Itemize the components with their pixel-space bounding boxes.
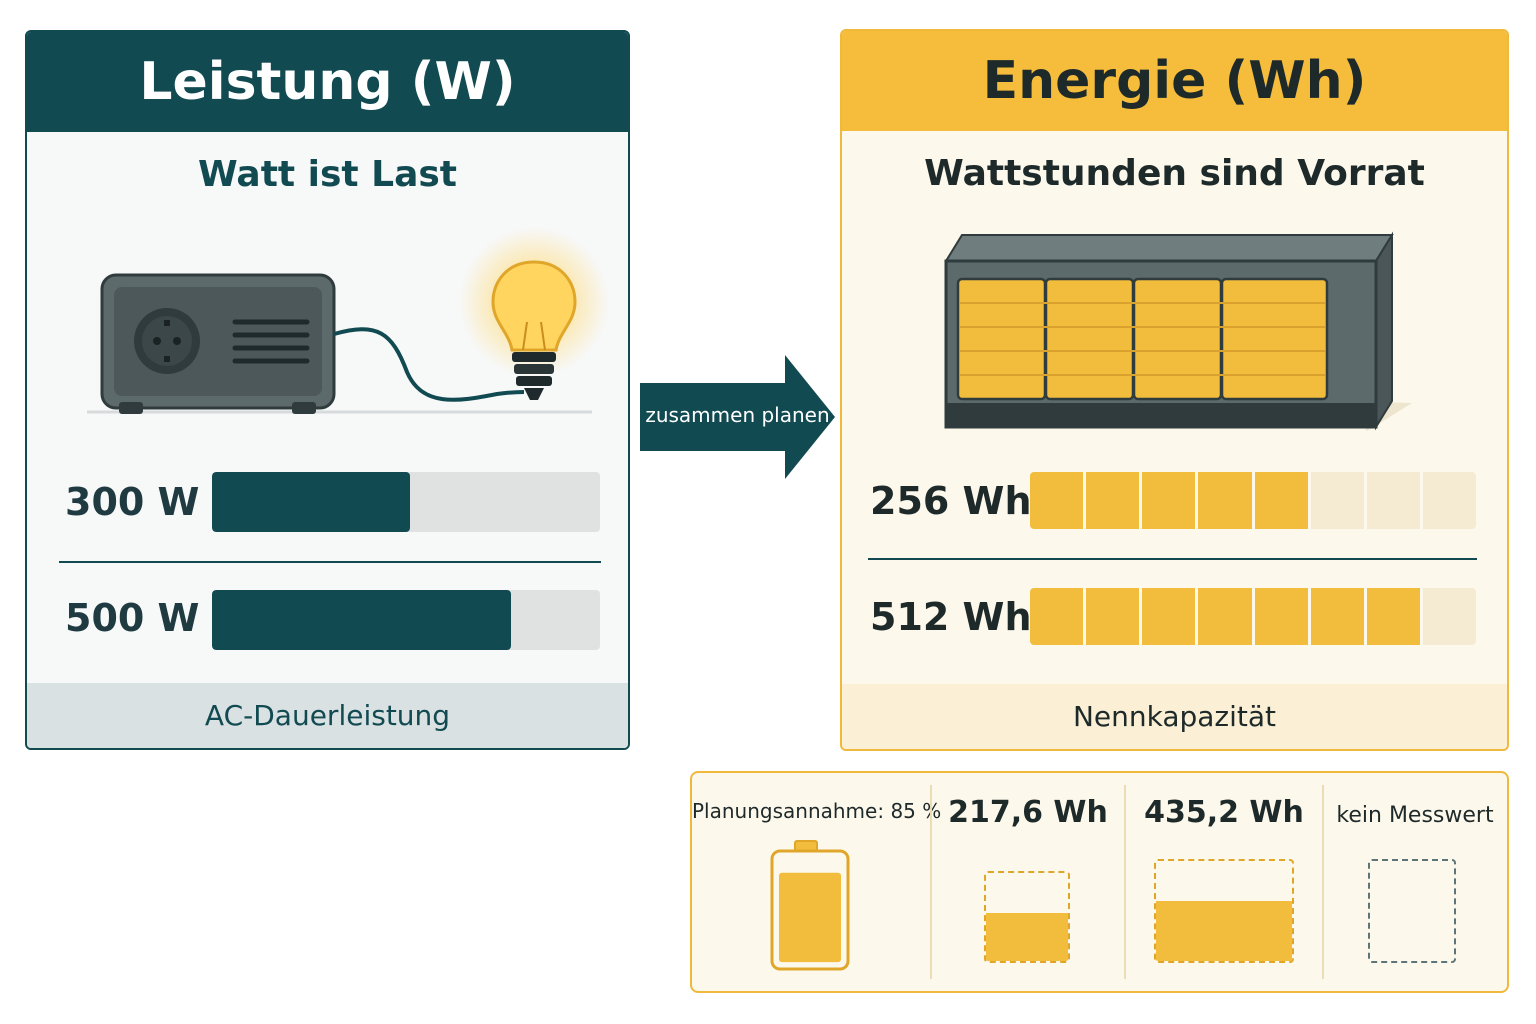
energy-row-label: 512 Wh [870, 595, 1032, 639]
divider [59, 561, 601, 563]
energy-subtitle: Wattstunden sind Vorrat [924, 153, 1425, 194]
energy-segment [1142, 472, 1196, 529]
power-subtitle: Watt ist Last [197, 154, 458, 195]
battery-pack-icon [944, 231, 1412, 431]
assumption-label: Planungsannahme: 85 % [692, 799, 942, 823]
divider [1322, 785, 1324, 979]
energy-segment [1422, 588, 1476, 645]
usable-energy-box [984, 871, 1070, 963]
energy-segment [1198, 472, 1252, 529]
usable-energy-box [1154, 859, 1294, 963]
energy-segment [1254, 472, 1308, 529]
usable-energy-fill [986, 912, 1068, 961]
divider [1124, 785, 1126, 979]
usable-energy-fill [1156, 901, 1292, 961]
value-label: 217,6 Wh [948, 795, 1108, 830]
planning-strip: Planungsannahme: 85 % 217,6 Wh 435,2 Wh … [690, 771, 1509, 993]
energy-segment [1086, 588, 1140, 645]
energy-segment [1030, 588, 1084, 645]
value-label: kein Messwert [1336, 803, 1494, 828]
empty-measurement-box [1368, 859, 1456, 963]
arrow-right-icon [640, 355, 835, 479]
energy-bar [1030, 588, 1476, 645]
energy-row-label: 256 Wh [870, 479, 1032, 523]
power-bar [212, 472, 600, 532]
energy-segment [1198, 588, 1252, 645]
socket-icon [134, 308, 200, 374]
power-bar [212, 590, 600, 650]
energy-bar [1030, 472, 1476, 529]
energy-segment [1366, 588, 1420, 645]
divider [930, 785, 932, 979]
power-panel: Leistung (W) Watt ist Last [25, 30, 630, 750]
power-bar-fill [212, 472, 410, 532]
value-cell: kein Messwert [1324, 773, 1506, 991]
energy-segment [1310, 588, 1364, 645]
energy-panel: Energie (Wh) Wattstunden sind Vorrat [840, 29, 1509, 751]
divider [868, 558, 1477, 560]
energy-segment [1422, 472, 1476, 529]
vent-icon [232, 319, 310, 364]
value-label: 435,2 Wh [1144, 795, 1304, 830]
battery-fill [779, 872, 841, 963]
energy-segment [1366, 472, 1420, 529]
energy-title: Energie (Wh) [842, 31, 1507, 131]
value-cell: 217,6 Wh [932, 773, 1124, 991]
inverter-lamp-illustration [87, 227, 609, 414]
energy-footer: Nennkapazität [842, 684, 1507, 749]
energy-segment [1254, 588, 1308, 645]
value-cell: 435,2 Wh [1126, 773, 1322, 991]
battery-icon [770, 840, 850, 971]
power-footer: AC-Dauerleistung [27, 683, 628, 748]
power-bar-fill [212, 590, 511, 650]
energy-segment [1086, 472, 1140, 529]
assumption-cell: Planungsannahme: 85 % [692, 773, 942, 991]
cable [333, 327, 525, 402]
power-row-label: 500 W [65, 596, 200, 640]
energy-segment [1310, 472, 1364, 529]
battery-pack-illustration [944, 231, 1412, 431]
power-title: Leistung (W) [27, 32, 628, 132]
connector-label: zusammen planen [645, 403, 830, 427]
light-bulb-icon [459, 227, 609, 400]
power-row-label: 300 W [65, 480, 200, 524]
energy-segment [1142, 588, 1196, 645]
energy-segment [1030, 472, 1084, 529]
